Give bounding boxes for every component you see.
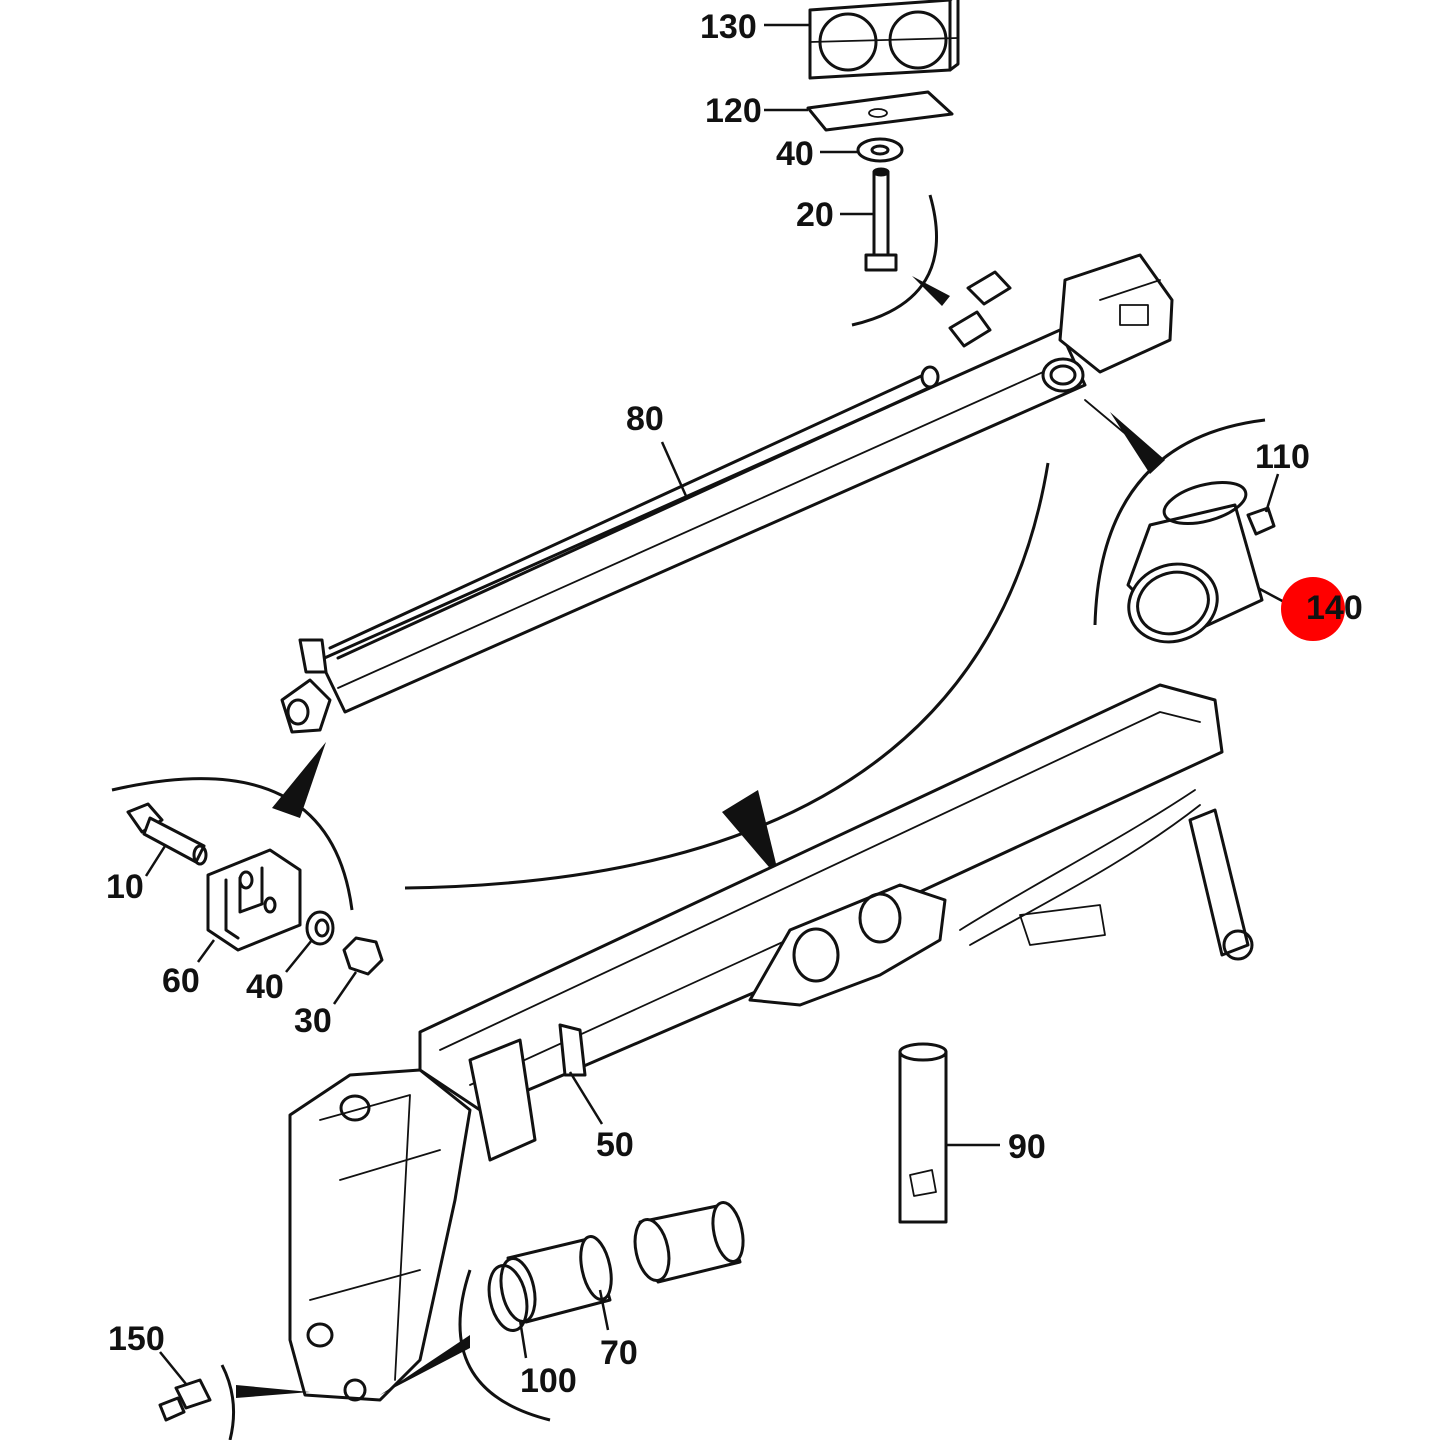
leader-80: [660, 441, 688, 497]
label-40-top: 40: [776, 135, 814, 173]
callout-pointer-bottom: [380, 1335, 470, 1395]
label-70: 70: [600, 1334, 638, 1372]
label-40-left: 40: [246, 968, 284, 1006]
leader-10: [144, 845, 167, 877]
part-80-hydraulic-cylinder: [280, 253, 1174, 734]
clamp-halves: [948, 270, 1012, 348]
label-50: 50: [596, 1126, 634, 1164]
label-140[interactable]: 140: [1306, 589, 1363, 627]
callout-pointer-center: [722, 790, 780, 880]
part-70-bushing-2: [633, 1201, 745, 1284]
callout-arc-left: [111, 777, 354, 911]
part-130-pipe-clamp: [808, 0, 960, 80]
callout-pointer-150: [236, 1385, 310, 1398]
leader-70: [598, 1289, 610, 1331]
boom-assembly: [288, 683, 1254, 1402]
part-110-clamp-screw: [1246, 506, 1276, 536]
label-30: 30: [294, 1002, 332, 1040]
label-10: 10: [106, 868, 144, 906]
part-70-bushing: [499, 1235, 613, 1324]
part-140-hose-clamp-sleeve: [1126, 480, 1264, 644]
leader-110: [1264, 473, 1280, 513]
leader-30: [332, 971, 358, 1005]
label-150: 150: [108, 1320, 165, 1358]
leader-60: [196, 939, 216, 963]
part-60-clevis-bracket: [206, 848, 302, 952]
callout-arc-150: [220, 1364, 236, 1440]
label-100: 100: [520, 1362, 577, 1400]
part-10-bolt: [126, 802, 208, 866]
leader-40-left: [285, 939, 313, 973]
part-150-grease-nipple: [158, 1378, 212, 1422]
label-80: 80: [626, 400, 664, 438]
part-40-washer-left: [305, 910, 335, 946]
label-110: 110: [1255, 438, 1310, 476]
label-20: 20: [796, 196, 834, 234]
callout-pointer-top: [912, 276, 950, 306]
part-40-washer-top: [856, 137, 904, 163]
label-90: 90: [1008, 1128, 1046, 1166]
leader-50: [568, 1071, 604, 1125]
callout-arc-top: [851, 194, 938, 327]
callout-arc-right: [1093, 418, 1266, 626]
callout-arc-bottom: [458, 1269, 551, 1422]
callout-pointer-right: [1110, 412, 1165, 474]
leader-150: [159, 1351, 187, 1385]
label-120: 120: [705, 92, 762, 130]
callout-arc-center: [404, 462, 1050, 890]
label-60: 60: [162, 962, 200, 1000]
part-20-bolt: [864, 167, 898, 272]
highlight-marker-140[interactable]: [1281, 577, 1345, 641]
label-130: 130: [700, 8, 757, 46]
callout-pointer-left: [272, 742, 326, 818]
part-100-ring: [487, 1264, 529, 1332]
part-90-pin: [898, 1042, 948, 1224]
leader-100: [518, 1319, 528, 1359]
part-30-nut: [342, 936, 384, 976]
part-120-cover-plate: [806, 90, 954, 132]
